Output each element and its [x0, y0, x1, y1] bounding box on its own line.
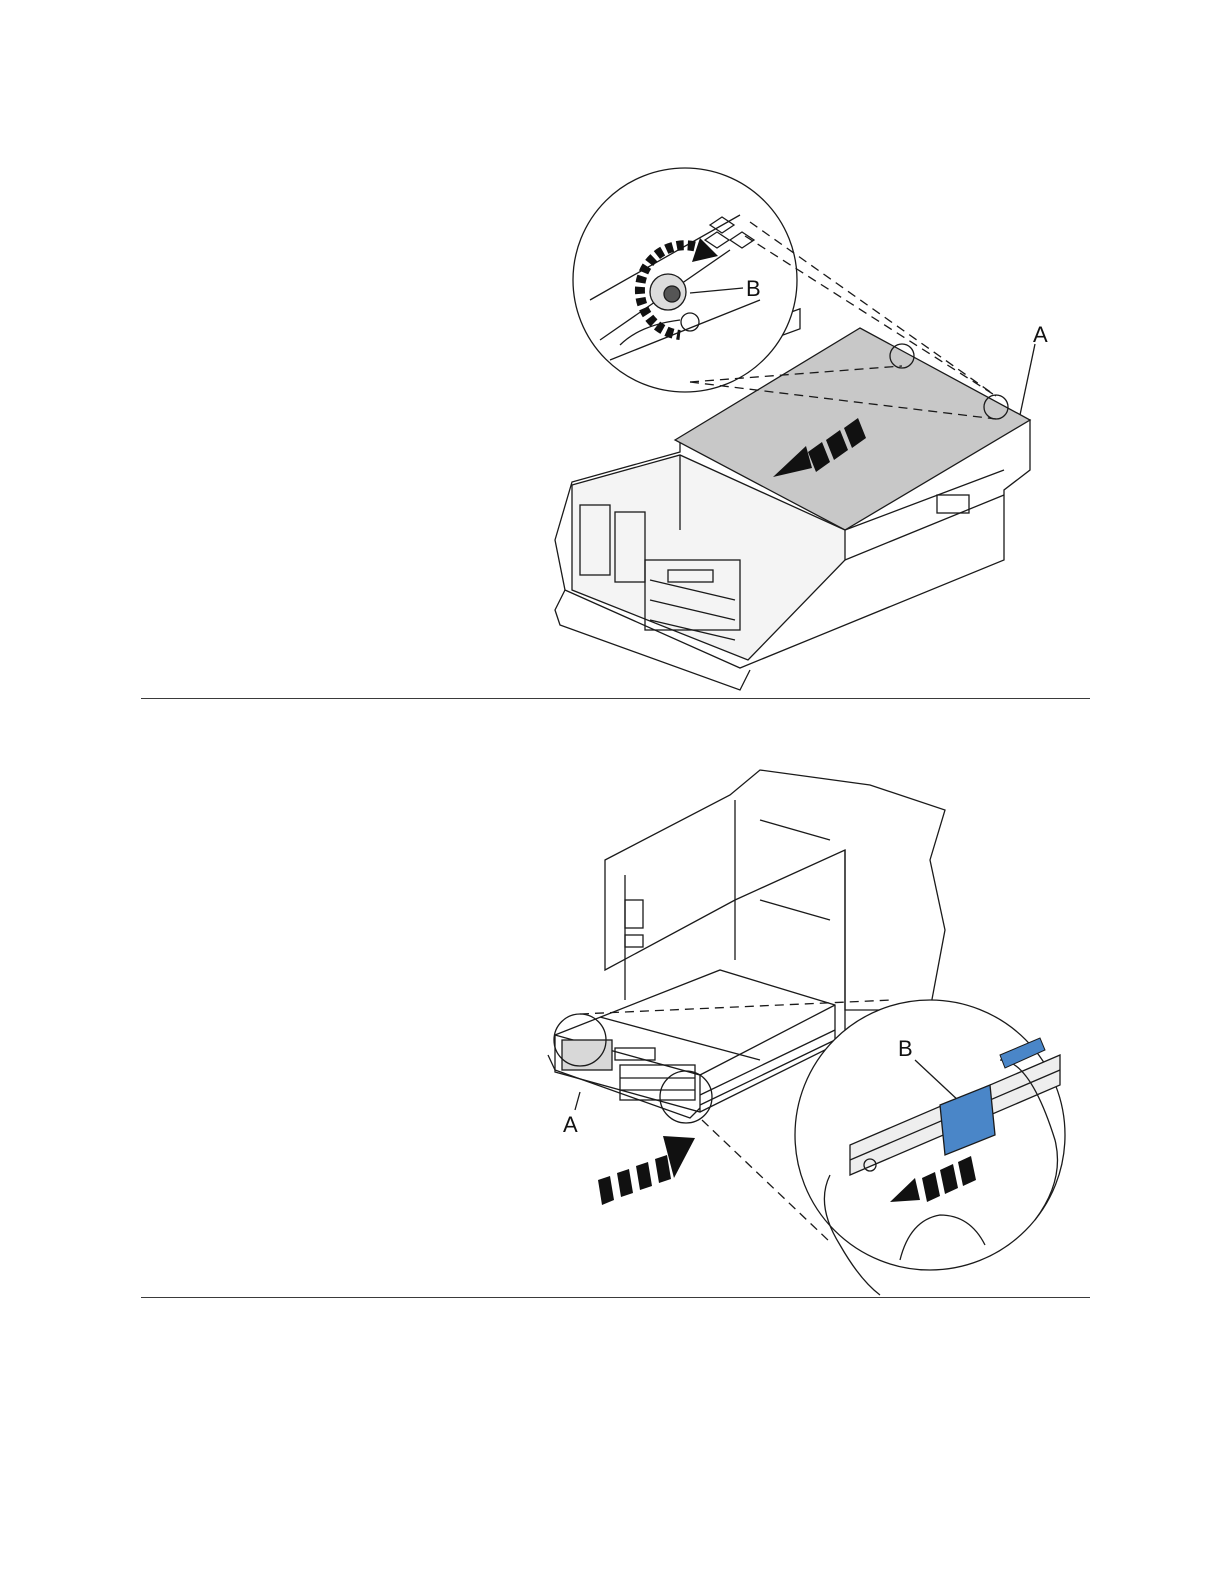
figure-slide-into-rack: B A — [0, 700, 1225, 1298]
push-direction-arrow-icon — [598, 1136, 695, 1205]
callout-b: B — [746, 276, 761, 301]
cover-removal-illustration: A B — [0, 0, 1225, 700]
rack-install-illustration: B A — [0, 700, 1225, 1298]
figure-remove-cover: A B — [0, 0, 1225, 700]
callout-b: B — [898, 1036, 913, 1061]
callout-a: A — [563, 1112, 578, 1137]
section-divider — [141, 698, 1090, 699]
callout-a: A — [1033, 322, 1048, 347]
section-divider-bottom — [141, 1297, 1090, 1298]
